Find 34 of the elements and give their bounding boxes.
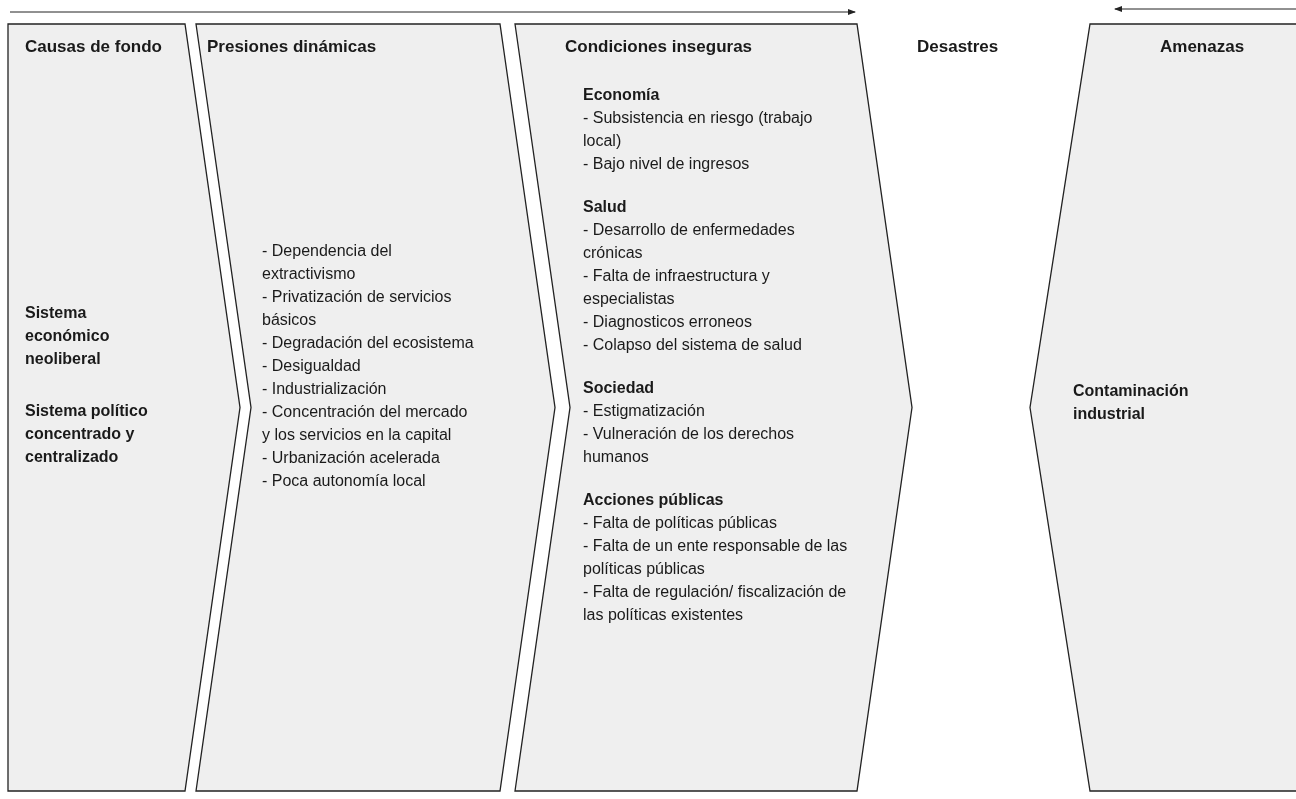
list-item: - Vulneración de los derechos humanos xyxy=(583,424,796,467)
list-item: - Bajo nivel de ingresos xyxy=(583,154,751,174)
section-heading: Salud xyxy=(583,197,628,217)
list-item: - Degradación del ecosistema xyxy=(262,333,475,353)
list-item: - Falta de políticas públicas xyxy=(583,513,778,533)
list-item: - Colapso del sistema de salud xyxy=(583,335,803,355)
chevron-panel xyxy=(1030,24,1296,791)
list-item: - Dependencia del extractivismo xyxy=(262,241,393,284)
cause-text: Sistema económico neoliberal xyxy=(25,303,111,369)
panel-heading: Amenazas xyxy=(1160,36,1246,58)
list-item: - Subsistencia en riesgo (trabajo local) xyxy=(583,108,814,151)
list-item: - Estigmatización xyxy=(583,401,706,421)
section-heading: Economía xyxy=(583,85,661,105)
panel-heading: Condiciones inseguras xyxy=(565,36,754,58)
list-item: - Falta de regulación/ fiscalización de las políticas existentes xyxy=(583,582,848,625)
chevron-panel xyxy=(196,24,555,791)
panel-heading: Causas de fondo xyxy=(25,36,163,58)
list-item: - Desarrollo de enfermedades crónicas xyxy=(583,220,796,263)
list-item: - Falta de infraestructura y especialistas xyxy=(583,266,771,309)
list-item: - Urbanización acelerada xyxy=(262,448,441,468)
list-item: - Desigualdad xyxy=(262,356,362,376)
list-item: - Diagnosticos erroneos xyxy=(583,312,753,332)
cause-text: Sistema político concentrado y centralizado xyxy=(25,401,149,467)
section-heading: Sociedad xyxy=(583,378,656,398)
list-item: - Industrialización xyxy=(262,379,388,399)
panel-heading: Desastres xyxy=(917,36,1000,58)
section-heading: Acciones públicas xyxy=(583,490,725,510)
cause-text: Contaminación industrial xyxy=(1073,381,1190,424)
list-item: - Concentración del mercado y los servicios en la capital xyxy=(262,402,469,445)
list-item: - Falta de un ente responsable de las políticas públicas xyxy=(583,536,849,579)
list-item: - Privatización de servicios básicos xyxy=(262,287,453,330)
list-item: - Poca autonomía local xyxy=(262,471,427,491)
panel-heading: Presiones dinámicas xyxy=(207,36,378,58)
chevron-panel xyxy=(515,24,912,791)
